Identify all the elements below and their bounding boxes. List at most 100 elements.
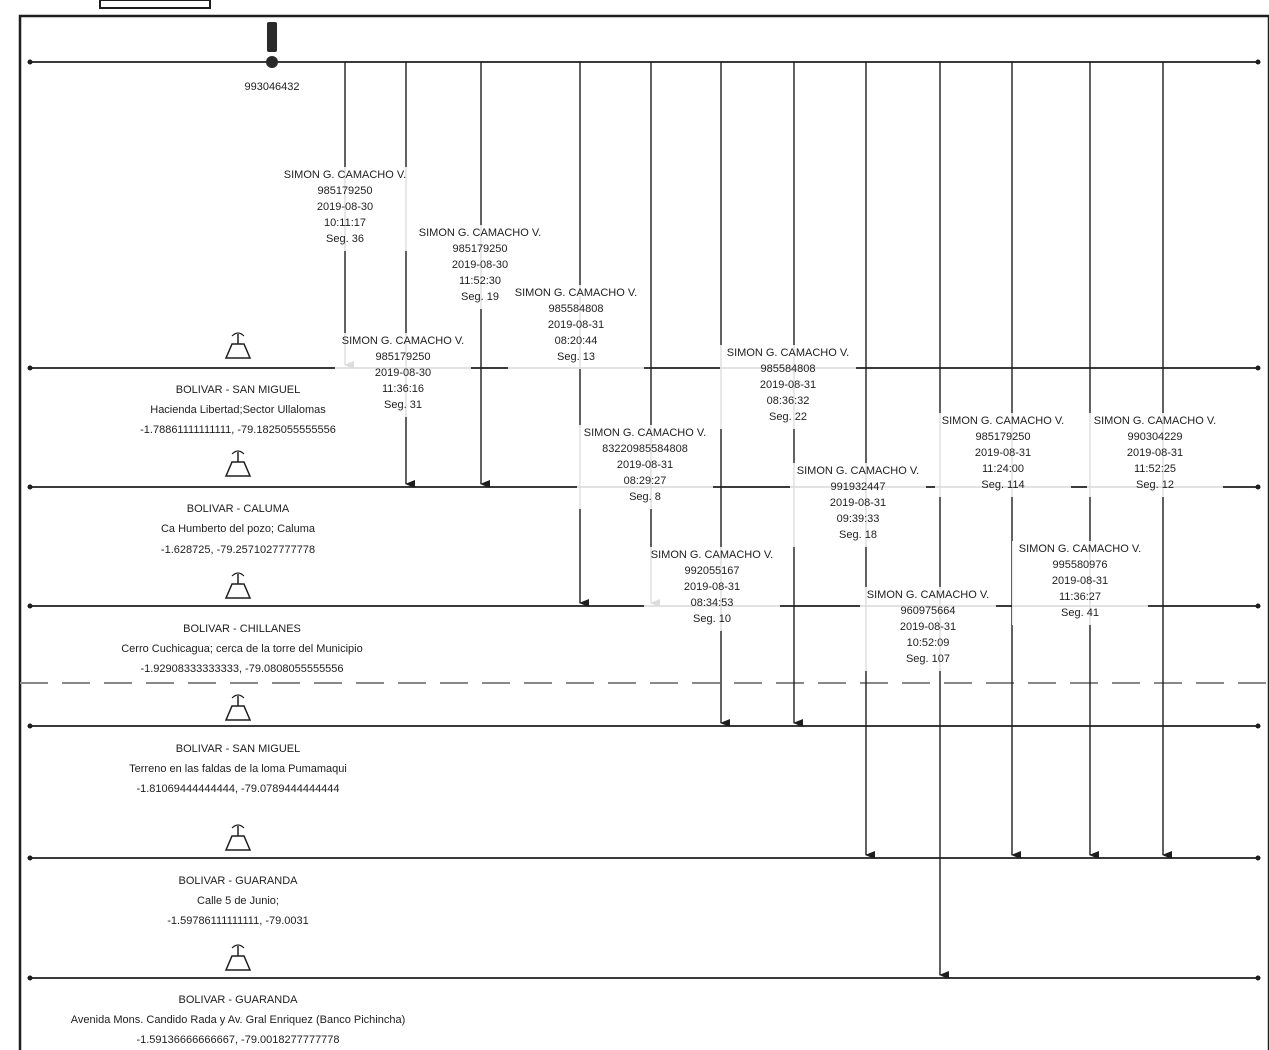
caller-number: 985179250: [975, 431, 1030, 443]
site-3: BOLIVAR - CHILLANES Cerro Cuchicagua; ce…: [121, 572, 363, 675]
site-province: BOLIVAR - SAN MIGUEL: [176, 384, 301, 396]
site-coords: -1.78861111111111, -79.1825055555556: [140, 424, 336, 436]
call-time: 11:52:30: [459, 275, 501, 287]
call-connectors: [344, 62, 1172, 979]
call-date: 2019-08-31: [1052, 575, 1108, 587]
caller-number: 985584808: [760, 363, 815, 375]
antenna-icon: [224, 572, 252, 599]
site-place: Calle 5 de Junio;: [197, 895, 279, 907]
call-time: 11:24:00: [982, 463, 1024, 475]
site-coords: -1.92908333333333, -79.0808055555556: [140, 663, 343, 675]
call-duration: Seg. 36: [326, 233, 364, 245]
phone-icon: [267, 22, 277, 52]
caller-number: 991932447: [830, 481, 885, 493]
caller-name: SIMON G. CAMACHO V.: [867, 589, 989, 601]
call-time: 08:20:44: [555, 335, 598, 347]
call-date: 2019-08-30: [452, 259, 508, 271]
header-tab: [99, 0, 211, 9]
call-date: 2019-08-31: [548, 319, 604, 331]
call-time: 08:36:32: [767, 395, 810, 407]
call-time: 09:39:33: [837, 513, 880, 525]
call-label: SIMON G. CAMACHO V. 985584808 2019-08-31 08…: [508, 285, 644, 369]
site-place: Hacienda Libertad;Sector Ullalomas: [150, 404, 326, 416]
call-labels: SIMON G. CAMACHO V. 985179250 2019-08-30 10…: [277, 167, 1223, 671]
call-duration: Seg. 13: [557, 351, 595, 363]
caller-number: 995580976: [1052, 559, 1107, 571]
top-device: 993046432: [244, 22, 300, 93]
antenna-icon: [224, 450, 252, 477]
call-date: 2019-08-31: [684, 581, 740, 593]
caller-number: 985179250: [375, 351, 430, 363]
call-duration: Seg. 8: [629, 491, 661, 503]
site-place: Cerro Cuchicagua; cerca de la torre del …: [121, 643, 363, 655]
call-time: 10:52:09: [907, 637, 950, 649]
call-duration: Seg. 18: [839, 529, 877, 541]
caller-name: SIMON G. CAMACHO V.: [942, 415, 1064, 427]
site-coords: -1.81069444444444, -79.0789444444444: [136, 783, 339, 795]
caller-number: 990304229: [1127, 431, 1182, 443]
call-duration: Seg. 22: [769, 411, 807, 423]
caller-name: SIMON G. CAMACHO V.: [419, 227, 541, 239]
site-coords: -1.59786111111111, -79.0031: [167, 915, 309, 927]
timelines: [27, 59, 1261, 981]
call-time: 10:11:17: [324, 217, 366, 229]
caller-name: SIMON G. CAMACHO V.: [797, 465, 919, 477]
caller-name: SIMON G. CAMACHO V.: [1019, 543, 1141, 555]
caller-name: SIMON G. CAMACHO V.: [584, 427, 706, 439]
caller-name: SIMON G. CAMACHO V.: [727, 347, 849, 359]
caller-number: 83220985584808: [602, 443, 688, 455]
caller-number: 985179250: [452, 243, 507, 255]
caller-name: SIMON G. CAMACHO V.: [515, 287, 637, 299]
site-2: BOLIVAR - CALUMA Ca Humberto del pozo; C…: [161, 450, 316, 556]
call-duration: Seg. 114: [981, 479, 1024, 491]
timeline: [27, 723, 1261, 729]
call-duration: Seg. 12: [1136, 479, 1174, 491]
call-date: 2019-08-31: [1127, 447, 1183, 459]
caller-number: 960975664: [900, 605, 955, 617]
call-duration: Seg. 31: [384, 399, 422, 411]
top-device-id: 993046432: [244, 81, 299, 93]
timeline: [27, 975, 1261, 981]
device-node-icon: [266, 56, 278, 68]
antenna-icon: [224, 944, 252, 971]
call-label: SIMON G. CAMACHO V.9920551672019-08-3108…: [644, 547, 780, 631]
antenna-icon: [224, 694, 252, 721]
call-date: 2019-08-30: [317, 201, 373, 213]
call-label: SIMON G. CAMACHO V.9955809762019-08-3111…: [1012, 541, 1148, 625]
caller-name: SIMON G. CAMACHO V.: [284, 169, 406, 181]
call-duration: Seg. 41: [1061, 607, 1099, 619]
site-province: BOLIVAR - GUARANDA: [179, 875, 299, 887]
call-date: 2019-08-31: [617, 459, 673, 471]
site-coords: -1.59136666666667, -79.0018277777778: [136, 1034, 339, 1046]
timeline: [27, 855, 1261, 861]
call-date: 2019-08-31: [975, 447, 1031, 459]
call-time: 11:36:16: [382, 383, 424, 395]
call-date: 2019-08-31: [760, 379, 816, 391]
call-time: 08:34:53: [691, 597, 734, 609]
call-date: 2019-08-30: [375, 367, 431, 379]
site-province: BOLIVAR - SAN MIGUEL: [176, 743, 301, 755]
call-duration: Seg. 107: [906, 653, 950, 665]
call-date: 2019-08-31: [900, 621, 956, 633]
site-5: BOLIVAR - GUARANDA Calle 5 de Junio; -1.…: [167, 824, 309, 927]
site-coords: -1.628725, -79.2571027777778: [161, 544, 315, 556]
caller-name: SIMON G. CAMACHO V.: [651, 549, 773, 561]
caller-number: 985179250: [317, 185, 372, 197]
timeline: [27, 59, 1261, 65]
caller-number: 985584808: [548, 303, 603, 315]
site-place: Terreno en las faldas de la loma Pumamaq…: [129, 763, 347, 775]
call-time: 11:52:25: [1134, 463, 1176, 475]
site-province: BOLIVAR - CALUMA: [187, 503, 290, 515]
site-place: Ca Humberto del pozo; Caluma: [161, 523, 316, 535]
call-duration: Seg. 10: [693, 613, 731, 625]
site-4: BOLIVAR - SAN MIGUEL Terreno en las fald…: [129, 694, 347, 795]
call-label: SIMON G. CAMACHO V.9851792502019-08-3011…: [335, 333, 471, 417]
antenna-icon: [224, 332, 252, 359]
site-1: BOLIVAR - SAN MIGUEL Hacienda Libertad;S…: [140, 332, 336, 436]
call-label: SIMON G. CAMACHO V. 83220985584808 2019-08…: [577, 425, 713, 509]
site-place: Avenida Mons. Candido Rada y Av. Gral En…: [71, 1014, 405, 1026]
call-label: SIMON G. CAMACHO V. 985179250 2019-08-30 10…: [277, 167, 413, 251]
call-time: 08:29:27: [624, 475, 667, 487]
site-province: BOLIVAR - CHILLANES: [183, 623, 301, 635]
